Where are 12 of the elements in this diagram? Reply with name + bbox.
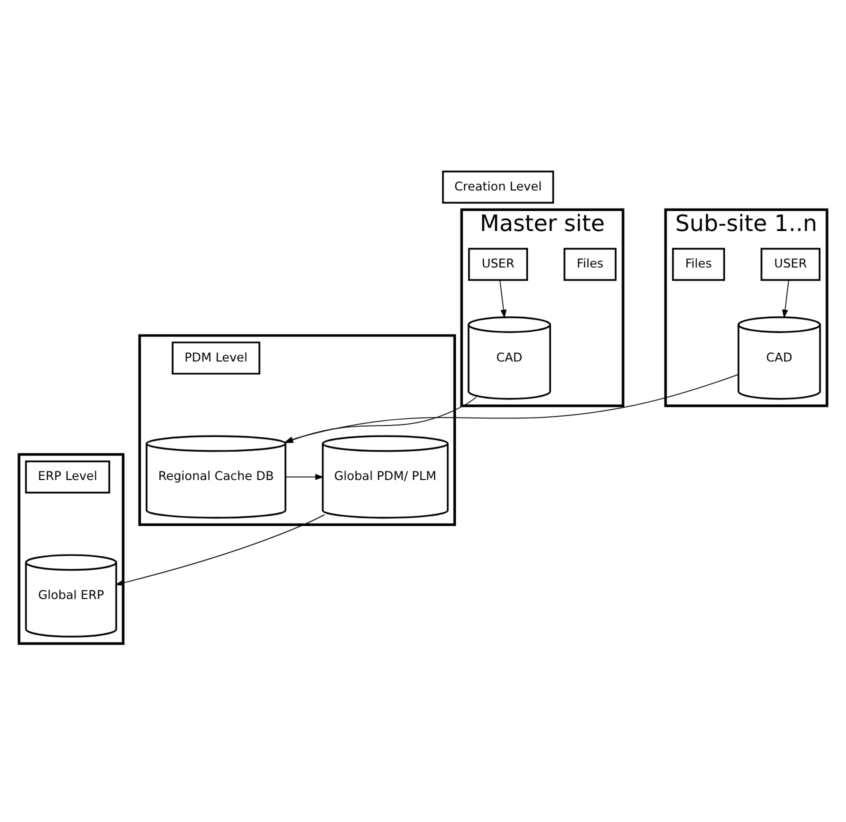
arrow: [115, 514, 325, 586]
arrow: [285, 474, 324, 480]
cluster: [138, 334, 456, 526]
node-box: USER: [468, 248, 528, 281]
node-box: ERP Level: [25, 460, 110, 494]
node-box: USER: [760, 248, 820, 281]
arrow: [499, 280, 507, 318]
node-box: Files: [564, 248, 617, 281]
arrow: [782, 280, 790, 318]
node-box: PDM Level: [172, 342, 260, 375]
node-box: Files: [672, 248, 726, 281]
node-box: Creation Level: [442, 170, 554, 204]
